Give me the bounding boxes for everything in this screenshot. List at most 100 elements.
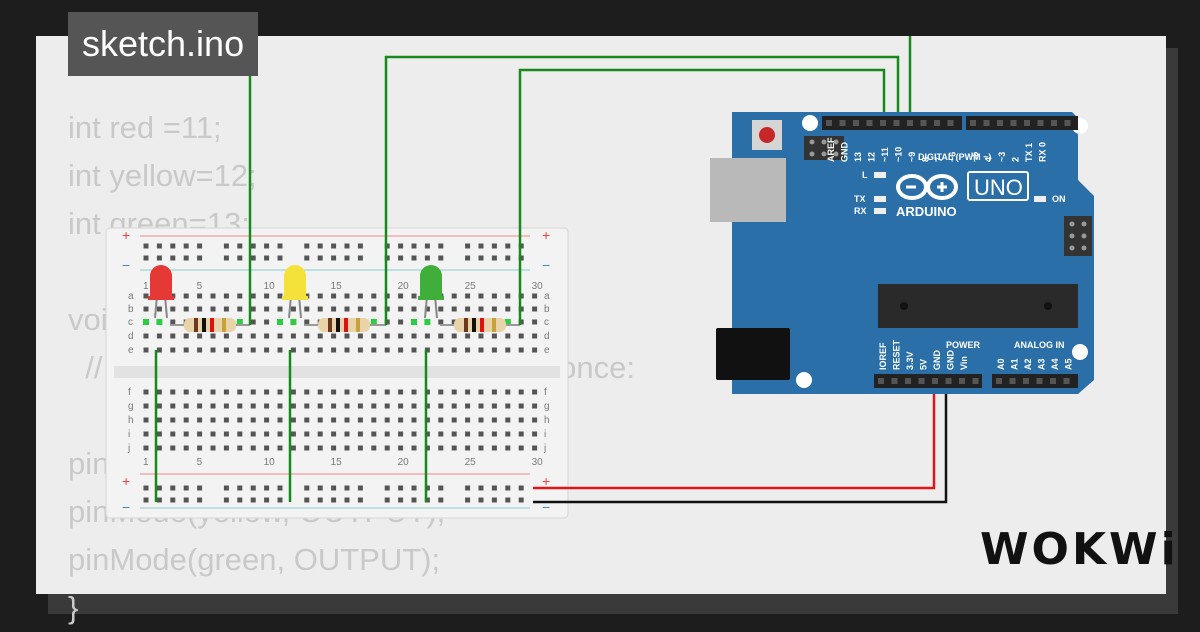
breadboard-hole[interactable]: [465, 333, 471, 339]
header-pin[interactable]: [932, 378, 938, 384]
breadboard-hole[interactable]: [424, 306, 430, 312]
breadboard-hole[interactable]: [237, 333, 243, 339]
breadboard-hole[interactable]: [156, 306, 162, 312]
breadboard-hole[interactable]: [264, 431, 270, 437]
rail-hole[interactable]: [478, 497, 484, 503]
breadboard-hole[interactable]: [331, 293, 337, 299]
rail-hole[interactable]: [438, 497, 444, 503]
breadboard-hole[interactable]: [304, 417, 310, 423]
breadboard-hole[interactable]: [156, 347, 162, 353]
rail-hole[interactable]: [505, 485, 511, 491]
breadboard-hole[interactable]: [304, 389, 310, 395]
breadboard-hole[interactable]: [451, 403, 457, 409]
breadboard-hole[interactable]: [277, 445, 283, 451]
header-pin[interactable]: [1037, 120, 1044, 126]
breadboard-hole[interactable]: [384, 347, 390, 353]
breadboard-hole[interactable]: [465, 306, 471, 312]
breadboard-hole[interactable]: [532, 403, 538, 409]
rail-hole[interactable]: [183, 243, 189, 249]
rail-hole[interactable]: [438, 243, 444, 249]
rail-hole[interactable]: [277, 497, 283, 503]
rail-hole[interactable]: [277, 243, 283, 249]
rail-hole[interactable]: [424, 497, 430, 503]
breadboard-hole[interactable]: [411, 403, 417, 409]
rail-hole[interactable]: [465, 485, 471, 491]
breadboard-hole[interactable]: [197, 431, 203, 437]
rail-hole[interactable]: [465, 255, 471, 261]
breadboard-hole[interactable]: [505, 293, 511, 299]
breadboard-hole[interactable]: [277, 389, 283, 395]
breadboard-hole[interactable]: [357, 306, 363, 312]
breadboard-hole[interactable]: [223, 293, 229, 299]
breadboard-hole[interactable]: [424, 445, 430, 451]
header-pin[interactable]: [1036, 378, 1043, 384]
breadboard-hole[interactable]: [250, 431, 256, 437]
breadboard-hole[interactable]: [237, 347, 243, 353]
breadboard-hole[interactable]: [478, 347, 484, 353]
breadboard-hole[interactable]: [264, 403, 270, 409]
header-pin[interactable]: [1064, 120, 1071, 126]
breadboard-hole[interactable]: [317, 333, 323, 339]
rail-hole[interactable]: [156, 255, 162, 261]
breadboard-hole[interactable]: [237, 306, 243, 312]
breadboard-hole[interactable]: [532, 417, 538, 423]
rail-hole[interactable]: [237, 243, 243, 249]
breadboard-hole[interactable]: [250, 293, 256, 299]
header-pin[interactable]: [1051, 120, 1057, 126]
breadboard-hole[interactable]: [451, 389, 457, 395]
breadboard-hole[interactable]: [304, 319, 310, 325]
breadboard-hole[interactable]: [518, 403, 524, 409]
rail-hole[interactable]: [438, 485, 444, 491]
breadboard-hole[interactable]: [465, 389, 471, 395]
breadboard-hole[interactable]: [304, 445, 310, 451]
rail-hole[interactable]: [197, 497, 203, 503]
breadboard-hole[interactable]: [465, 403, 471, 409]
breadboard-hole[interactable]: [491, 293, 497, 299]
breadboard-hole[interactable]: [250, 389, 256, 395]
breadboard-hole[interactable]: [398, 403, 404, 409]
header-pin[interactable]: [1009, 378, 1016, 384]
rail-hole[interactable]: [317, 485, 323, 491]
breadboard-hole[interactable]: [371, 431, 377, 437]
breadboard-hole[interactable]: [331, 417, 337, 423]
breadboard-hole[interactable]: [277, 403, 283, 409]
breadboard-hole[interactable]: [317, 403, 323, 409]
rail-hole[interactable]: [264, 497, 270, 503]
rail-hole[interactable]: [277, 255, 283, 261]
breadboard-hole[interactable]: [223, 431, 229, 437]
breadboard-hole[interactable]: [465, 347, 471, 353]
breadboard-hole[interactable]: [505, 403, 511, 409]
rail-hole[interactable]: [505, 255, 511, 261]
rail-hole[interactable]: [357, 243, 363, 249]
breadboard-hole[interactable]: [344, 403, 350, 409]
breadboard-hole[interactable]: [344, 445, 350, 451]
breadboard-hole[interactable]: [277, 333, 283, 339]
led-red[interactable]: [148, 265, 174, 319]
breadboard-hole[interactable]: [331, 333, 337, 339]
header-pin[interactable]: [945, 378, 952, 384]
rail-hole[interactable]: [223, 243, 229, 249]
header-pin[interactable]: [878, 378, 884, 384]
breadboard-hole[interactable]: [143, 347, 149, 353]
breadboard-hole[interactable]: [170, 431, 176, 437]
rail-hole[interactable]: [304, 497, 310, 503]
breadboard-hole[interactable]: [290, 306, 296, 312]
breadboard-hole[interactable]: [170, 403, 176, 409]
header-pin[interactable]: [918, 378, 925, 384]
breadboard-hole[interactable]: [438, 333, 444, 339]
breadboard-hole[interactable]: [357, 293, 363, 299]
rail-hole[interactable]: [156, 497, 162, 503]
rail-hole[interactable]: [170, 255, 176, 261]
breadboard-hole[interactable]: [344, 431, 350, 437]
breadboard-hole[interactable]: [451, 293, 457, 299]
breadboard-hole[interactable]: [223, 417, 229, 423]
breadboard-hole[interactable]: [183, 306, 189, 312]
breadboard-hole[interactable]: [290, 347, 296, 353]
breadboard-hole[interactable]: [344, 293, 350, 299]
breadboard-hole[interactable]: [357, 417, 363, 423]
breadboard-hole[interactable]: [478, 293, 484, 299]
rail-hole[interactable]: [518, 485, 524, 491]
rail-hole[interactable]: [250, 255, 256, 261]
rail-hole[interactable]: [357, 497, 363, 503]
breadboard-hole[interactable]: [210, 347, 216, 353]
